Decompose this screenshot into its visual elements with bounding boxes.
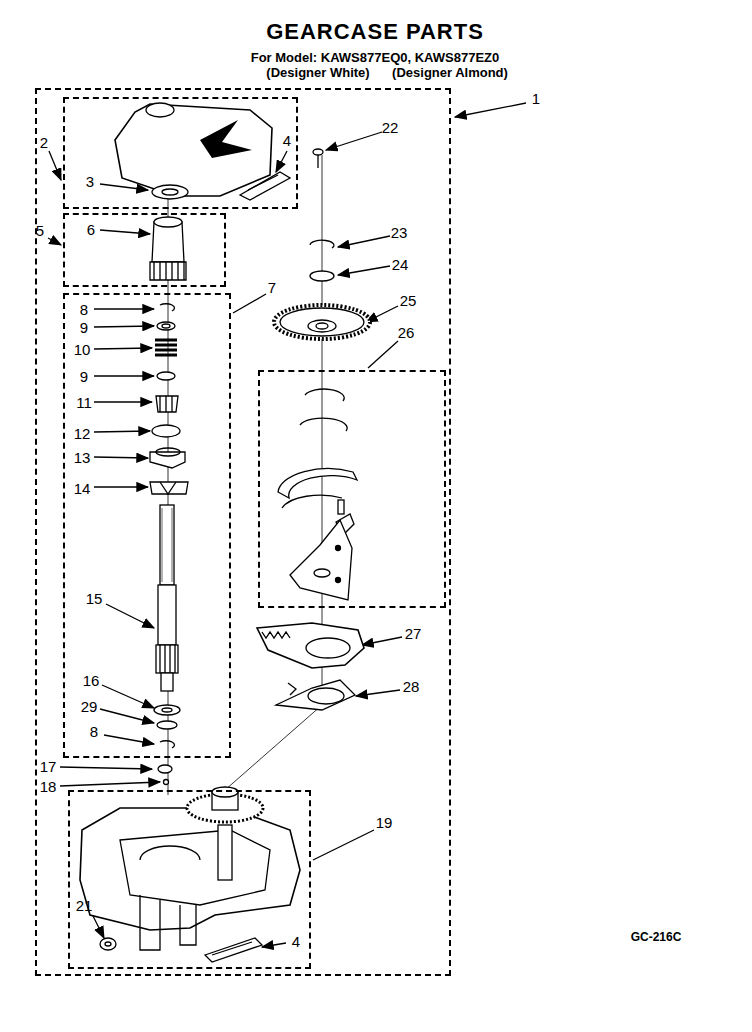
parts-group-box: 2 [63, 97, 298, 209]
callout-number: 15 [86, 590, 103, 607]
callout-number: 26 [398, 324, 415, 341]
callout-number: 25 [400, 292, 417, 309]
diagram-title: GEARCASE PARTS [266, 19, 484, 45]
callout-number: 8 [80, 301, 88, 318]
callout-number: 24 [392, 256, 409, 273]
callout-number: 3 [86, 173, 94, 190]
callout-number: 4 [292, 933, 300, 950]
callout-number: 14 [74, 480, 91, 497]
callout-number: 21 [76, 897, 93, 914]
callout-number: 7 [268, 279, 276, 296]
callout-number: 19 [376, 814, 393, 831]
parts-group-box: 12572619 [35, 88, 451, 976]
callout-number: 28 [403, 678, 420, 695]
callout-number: 22 [382, 119, 399, 136]
parts-group-box: 19 [68, 790, 311, 969]
parts-group-box: 26 [258, 370, 446, 608]
callout-number: 1 [532, 90, 540, 107]
callout-number: 10 [74, 341, 91, 358]
callout-number: 18 [40, 778, 57, 795]
callout-number: 2 [40, 134, 48, 151]
callout-number: 16 [83, 672, 100, 689]
diagram-code: GC-216C [631, 930, 682, 944]
callout-number: 9 [80, 319, 88, 336]
callout-number: 9 [80, 368, 88, 385]
callout-number: 12 [74, 425, 91, 442]
callout-number: 23 [391, 224, 408, 241]
callout-number: 27 [405, 625, 422, 642]
callout-number: 29 [81, 698, 98, 715]
callout-number: 6 [87, 221, 95, 238]
callout-number: 4 [283, 132, 291, 149]
model-text: (Designer White) [266, 65, 369, 80]
callout-number: 17 [40, 758, 57, 775]
callout-number: 11 [76, 394, 92, 411]
model-text: For Model: KAWS877EQ0, KAWS877EZ0 [251, 50, 500, 65]
callout-number: 13 [74, 449, 91, 466]
model-text: (Designer Almond) [392, 65, 508, 80]
callout-number: 5 [36, 222, 44, 239]
callout-number: 8 [90, 723, 98, 740]
